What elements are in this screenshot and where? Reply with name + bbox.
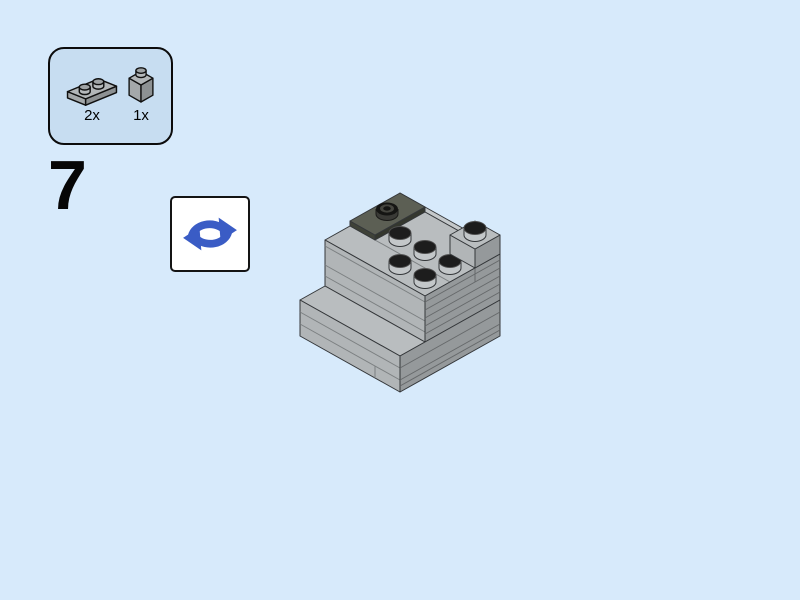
stud <box>413 240 437 261</box>
dark-plate-1x2 <box>349 192 426 241</box>
rotate-icon <box>183 217 237 251</box>
stud <box>388 226 412 247</box>
stud <box>78 83 91 96</box>
upper-block-left-face <box>324 239 426 343</box>
model-illustration <box>299 192 501 393</box>
rotate-symbol-box <box>170 196 250 272</box>
hollow-stud <box>375 202 399 221</box>
stud <box>92 78 105 90</box>
stud <box>413 268 437 289</box>
stud <box>463 221 487 242</box>
part-count-label: 2x <box>84 107 100 124</box>
plate-1x2-part-image <box>66 78 118 106</box>
stud <box>135 67 147 79</box>
brick-1x1-part-image <box>128 67 154 103</box>
raised-brick-1x1 <box>449 220 501 269</box>
stud <box>388 254 412 275</box>
part-count-label: 1x <box>133 107 149 124</box>
base-right-face <box>399 299 501 393</box>
parts-callout: 2x 1x <box>48 47 173 145</box>
stud <box>438 254 462 275</box>
step-number: 7 <box>48 146 87 224</box>
